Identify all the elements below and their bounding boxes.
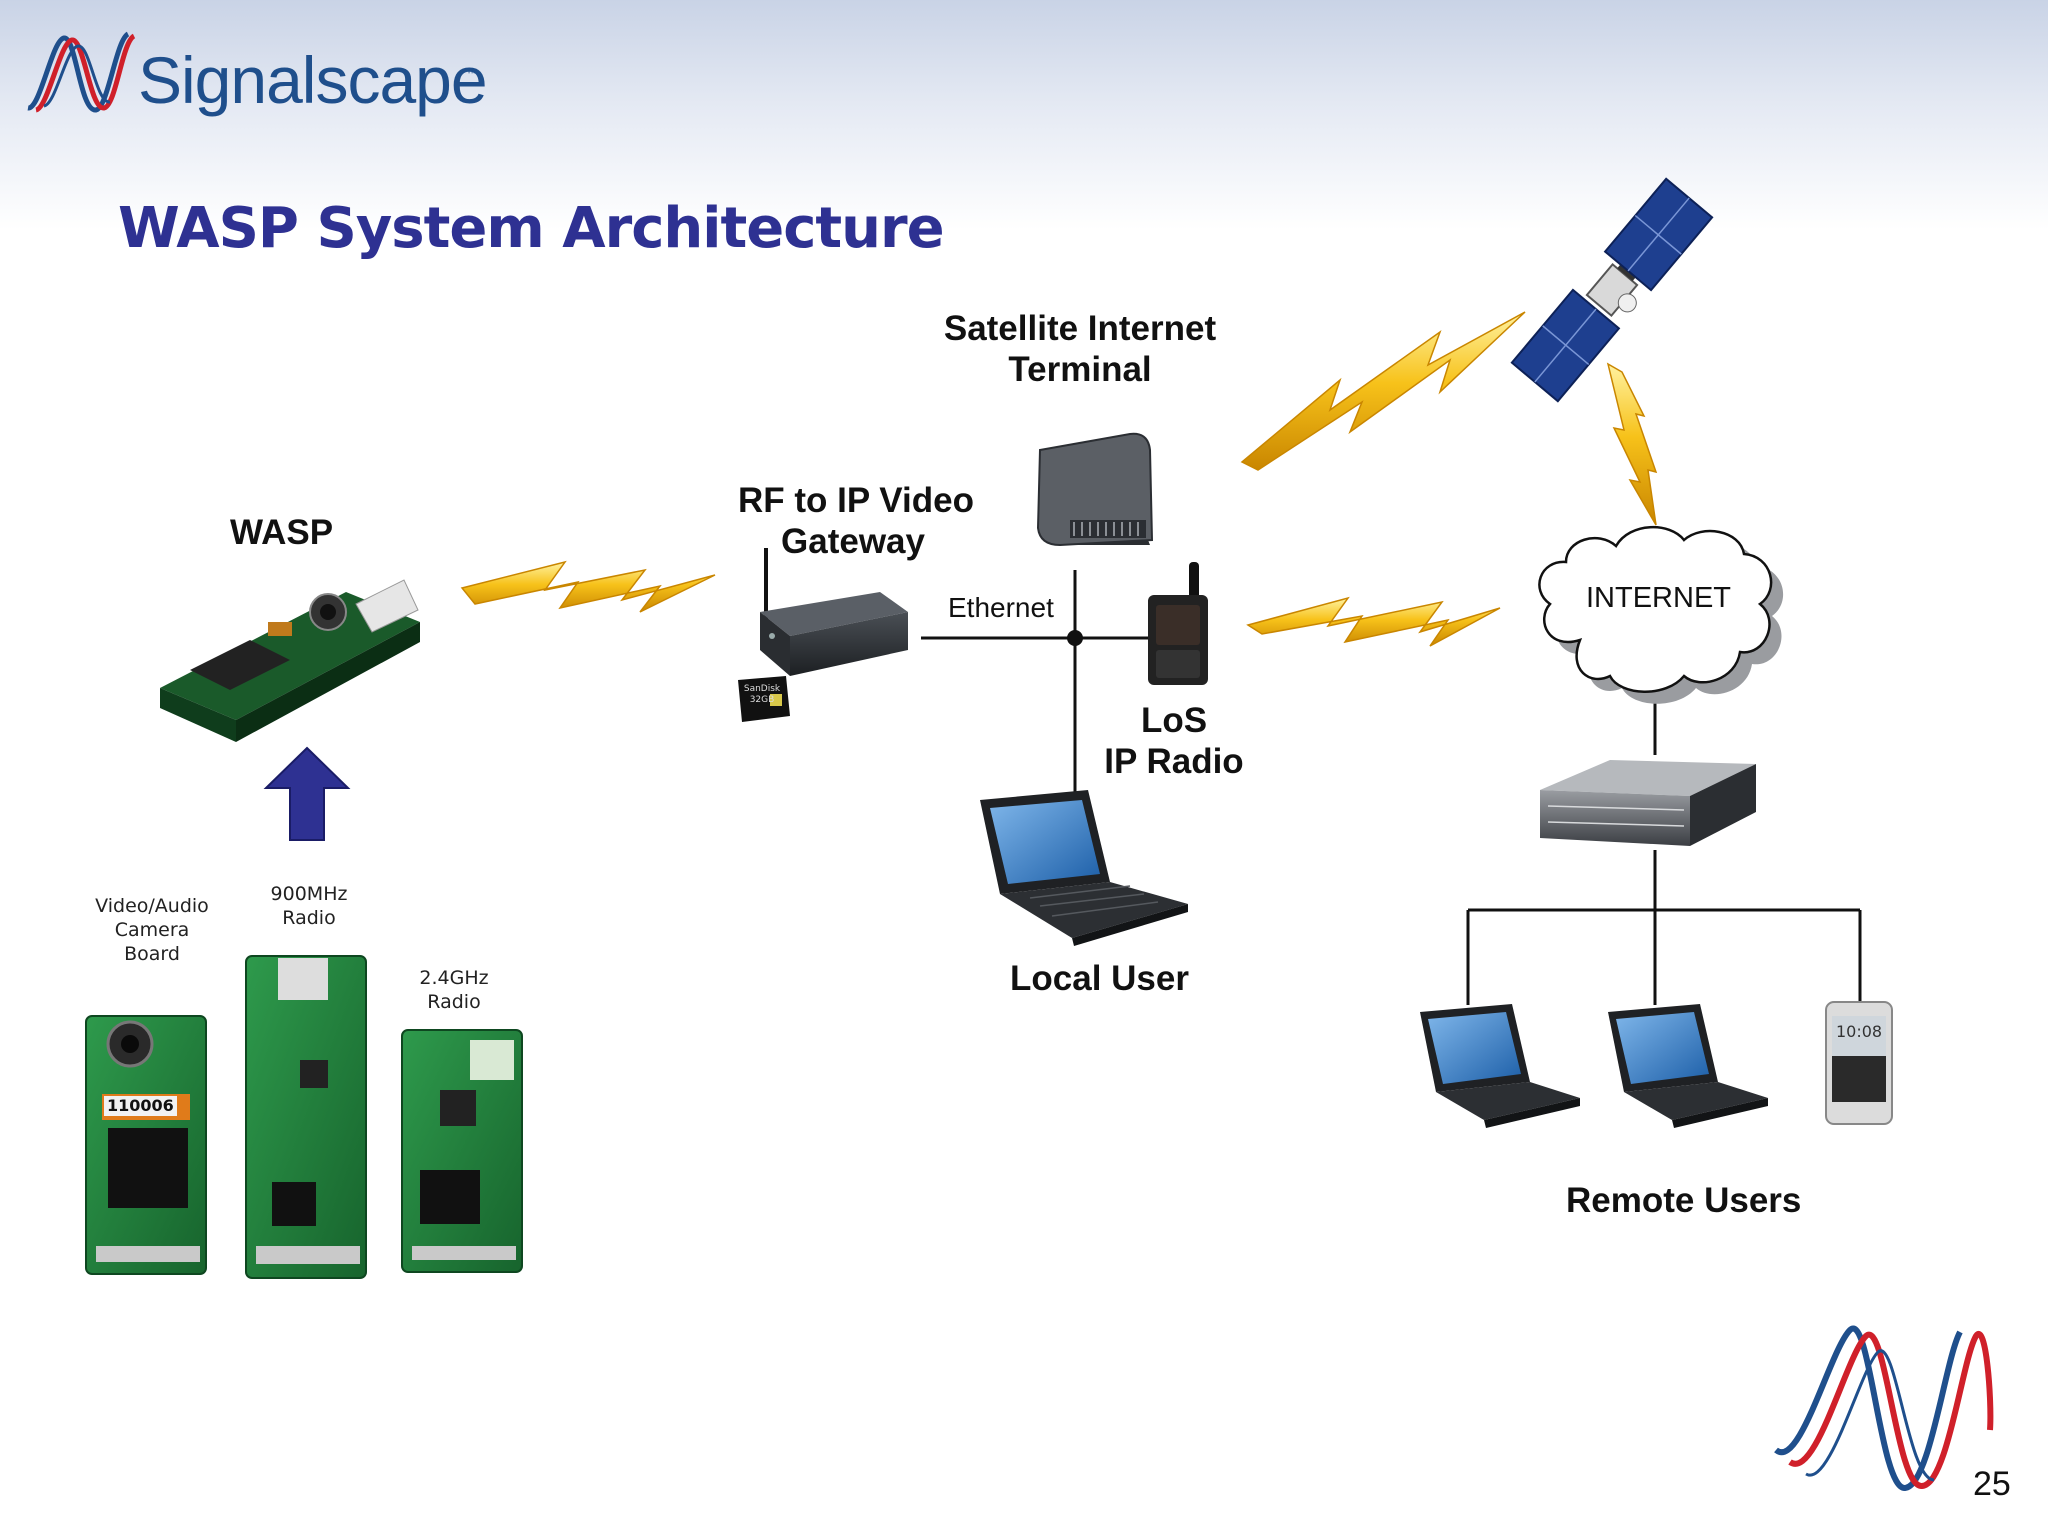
signalscape-logo-icon [27, 31, 136, 113]
radio-24-label-line1: 2.4GHz [419, 967, 489, 989]
camera-board-label-line2: Camera [114, 919, 190, 941]
lightning-bolt-satellite-internet-icon [1606, 362, 1658, 526]
los-label-line2: IP Radio [1104, 742, 1244, 781]
camera-board-icon [85, 1015, 207, 1275]
header-band [0, 0, 2048, 230]
lightning-bolt-satellite-link-icon [1240, 311, 1526, 471]
remote-laptop-1-icon [1420, 1004, 1580, 1128]
los-label-line1: LoS [1140, 701, 1208, 740]
smartphone-icon [1825, 1001, 1893, 1125]
remote-users-label: Remote Users [1566, 1181, 1802, 1220]
video-gateway-icon [760, 548, 908, 676]
los-radio-icon [1148, 562, 1208, 685]
wasp-module-icon [160, 579, 420, 742]
radio-900-label-line1: 900MHz [270, 883, 348, 905]
camera-board-label: Video/Audio Camera Board [92, 894, 212, 966]
radio-24-label: 2.4GHz Radio [404, 966, 504, 1014]
satellite-label-line2: Terminal [1008, 350, 1152, 389]
radio-900-label: 900MHz Radio [254, 882, 364, 930]
radio-24-label-line2: Radio [427, 991, 481, 1013]
up-arrow-icon [263, 746, 351, 841]
ethernet-junction-dot [1067, 630, 1083, 646]
wasp-label: WASP [230, 513, 334, 552]
satellite-icon [1510, 177, 1714, 403]
local-user-label: Local User [1010, 959, 1189, 998]
brand-logo-text: Signalscape [138, 43, 488, 117]
local-laptop-icon [980, 790, 1188, 946]
page-title: WASP System Architecture [118, 196, 945, 261]
los-radio-label: LoS IP Radio [1100, 700, 1248, 782]
lightning-bolt-wasp-gateway-icon [460, 560, 716, 613]
radio-2-4ghz-board-icon [401, 1029, 523, 1273]
camera-board-label-line3: Board [124, 943, 180, 965]
satellite-terminal-icon [1036, 432, 1154, 547]
remote-laptop-2-icon [1608, 1004, 1768, 1128]
internet-label: INTERNET [1586, 582, 1731, 614]
sd-card-icon [738, 676, 790, 722]
gateway-label-line2: Gateway [781, 522, 925, 561]
gateway-label: RF to IP Video Gateway [738, 480, 974, 562]
radio-900mhz-board-icon [245, 955, 367, 1279]
signalscape-footer-logo-icon [1774, 1325, 1994, 1491]
brand-trademark: ™ [466, 66, 478, 80]
board-serial-label: 110006 [104, 1096, 177, 1116]
sd-card-label: SanDisk 32GB [743, 684, 781, 705]
satellite-label-line1: Satellite Internet [943, 309, 1217, 348]
internet-cloud-icon [1538, 526, 1784, 704]
gateway-label-line1: RF to IP Video [738, 481, 974, 520]
server-icon [1540, 760, 1756, 846]
satellite-terminal-label: Satellite Internet Terminal [940, 308, 1220, 390]
lightning-bolt-los-internet-icon [1246, 596, 1501, 647]
phone-time-label: 10:08 [1836, 1022, 1883, 1041]
ethernet-label: Ethernet [948, 592, 1054, 623]
page-number: 25 [1973, 1465, 2011, 1503]
radio-900-label-line2: Radio [282, 907, 336, 929]
camera-board-label-line1: Video/Audio [95, 895, 209, 917]
